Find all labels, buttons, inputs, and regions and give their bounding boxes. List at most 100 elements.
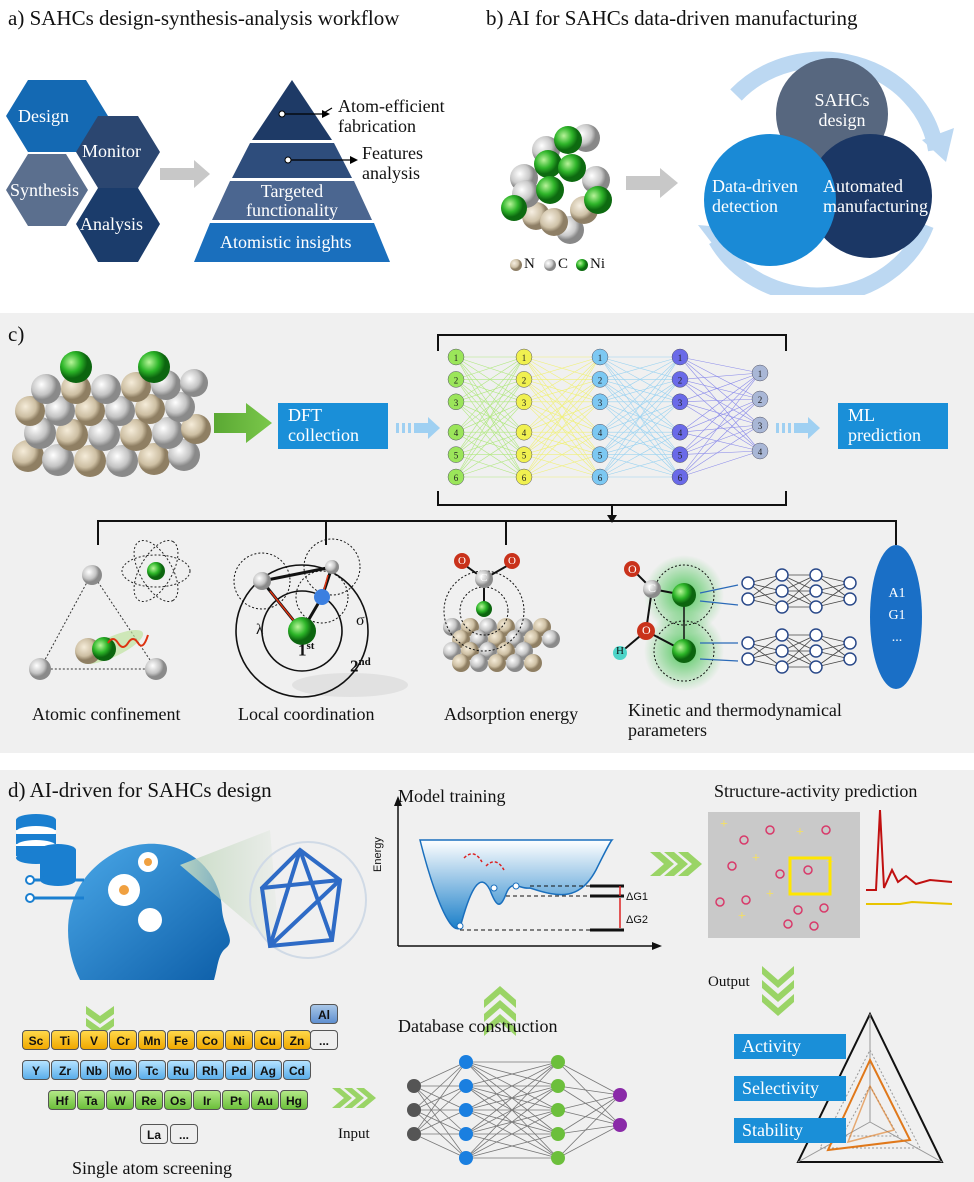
panel-b-title: b) AI for SAHCs data-driven manufacturin… [486, 6, 858, 30]
svg-text:5: 5 [522, 451, 527, 461]
spectrum-yellow [866, 900, 953, 905]
small-nn-node [775, 660, 789, 674]
svg-text:2: 2 [758, 395, 763, 405]
svg-text:6: 6 [454, 473, 459, 483]
element-more-2: ... [170, 1124, 198, 1144]
nn-node: 1 [591, 348, 609, 366]
atom-c-1: C [480, 572, 488, 584]
pred-dot [775, 869, 785, 879]
small-nn-node [843, 576, 857, 590]
element-Cu: Cu [254, 1030, 282, 1050]
svg-text:4: 4 [598, 428, 603, 438]
svg-text:2: 2 [454, 375, 459, 385]
svg-text:2: 2 [522, 375, 527, 385]
element-Sc: Sc [22, 1030, 50, 1050]
legend-c: C [558, 256, 569, 272]
pred-cross: + [738, 909, 746, 924]
nn-node: 4 [751, 442, 769, 460]
svg-text:1: 1 [454, 353, 459, 363]
db-nn-node [459, 1103, 473, 1117]
nn-node: 4 [591, 423, 609, 441]
second-shell-label: 2nd [350, 656, 371, 676]
hex-synthesis-label: Synthesis [10, 180, 80, 200]
nn-node: 2 [751, 390, 769, 408]
svg-text:5: 5 [454, 451, 459, 461]
panel-c-label: c) [8, 322, 25, 346]
nn-node: 3 [447, 393, 465, 411]
element-V: V [80, 1030, 108, 1050]
db-nn-node [459, 1055, 473, 1069]
panel-d-title: d) AI-driven for SAHCs design [8, 778, 272, 802]
atom-c-2: C [648, 581, 657, 595]
element-Pt: Pt [222, 1090, 250, 1110]
small-nn-node [843, 636, 857, 650]
metric-activity: Activity [734, 1034, 846, 1059]
small-nn-node [775, 644, 789, 658]
green-arrow [214, 403, 272, 443]
hex-design-label: Design [18, 106, 69, 126]
pyramid-base [194, 223, 390, 262]
pred-dot [715, 897, 725, 907]
hex-analysis-label: Analysis [80, 214, 143, 234]
atom-o-3: O [628, 562, 637, 576]
svg-text:4: 4 [758, 447, 763, 457]
dg1-label: ΔG1 [626, 891, 649, 903]
element-Nb: Nb [80, 1060, 108, 1080]
small-nn-node [741, 636, 755, 650]
local-coordination-graphic [233, 538, 408, 698]
db-nn-node [407, 1079, 421, 1093]
element-Zn: Zn [283, 1030, 311, 1050]
nn-node: 4 [447, 423, 465, 441]
structure-activity-label: Structure-activity prediction [714, 781, 918, 801]
pyramid-base-label: Atomistic insights [220, 232, 352, 252]
spectrum-red [866, 809, 953, 891]
svg-text:5: 5 [598, 451, 603, 461]
dg2-label: ΔG2 [626, 914, 649, 926]
sigma-label: σ [356, 612, 365, 629]
nn-node: 4 [671, 423, 689, 441]
model-training-label: Model training [398, 786, 506, 806]
element-Mn: Mn [138, 1030, 166, 1050]
svg-text:4: 4 [678, 428, 683, 438]
db-nn-node [459, 1151, 473, 1165]
pred-dot [741, 895, 751, 905]
radar-chart [796, 1011, 944, 1163]
nn-node: 6 [591, 468, 609, 486]
nn-node: 2 [447, 371, 465, 388]
metric-stability: Stability [734, 1118, 846, 1143]
small-nn-node [741, 576, 755, 590]
nn-node: 2 [671, 371, 689, 388]
element-Al: Al [310, 1004, 338, 1024]
db-nn-node [551, 1055, 565, 1069]
element-Cd: Cd [283, 1060, 311, 1080]
pred-cross: + [796, 825, 804, 840]
svg-text:1: 1 [678, 353, 683, 363]
element-Co: Co [196, 1030, 224, 1050]
small-nn-node [809, 628, 823, 642]
pred-dot [727, 861, 737, 871]
database-icon [16, 814, 76, 886]
nn-node: 4 [515, 423, 533, 441]
nn-node: 6 [515, 468, 533, 486]
element-Ir: Ir [193, 1090, 221, 1110]
svg-text:4: 4 [522, 428, 527, 438]
legend-ni: Ni [590, 256, 605, 272]
pred-dot [819, 903, 829, 913]
element-Ti: Ti [51, 1030, 79, 1050]
ni-cluster [501, 124, 612, 244]
hex-analysis [76, 188, 160, 262]
element-Fe: Fe [167, 1030, 195, 1050]
element-Tc: Tc [138, 1060, 166, 1080]
svg-text:6: 6 [678, 473, 683, 483]
svg-text:4: 4 [454, 428, 459, 438]
hex-monitor [76, 116, 160, 188]
panel-a-graphic [6, 80, 390, 262]
nn-node: 3 [671, 393, 689, 411]
nn-node: 1 [671, 348, 689, 366]
db-nn-node [459, 1079, 473, 1093]
db-nn-node [551, 1127, 565, 1141]
database-construction-label: Database construction [398, 1016, 558, 1036]
